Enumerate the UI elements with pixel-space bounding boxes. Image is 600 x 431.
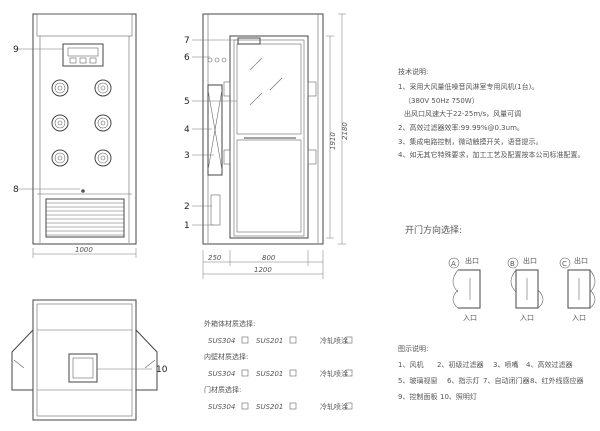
svg-text:出风口风速大于22-25m/s，风量可调: 出风口风速大于22-25m/s，风量可调 — [404, 109, 521, 118]
door-direction: 开门方向选择: A 出口 入口 B 出口 入口 C 出口 — [405, 224, 596, 322]
svg-text:SUS201: SUS201 — [256, 370, 283, 378]
dim-250: 250 — [208, 254, 222, 262]
dim-2180: 2180 — [341, 122, 349, 140]
materials: 外箱体材质选择: SUS304 SUS201 冷轧喷涂 内壁材质选择: SUS3… — [204, 319, 353, 411]
side-view: 7 6 5 4 3 2 1 1910 2180 250 800 — [184, 13, 349, 279]
svg-text:SUS201: SUS201 — [256, 403, 283, 411]
svg-text:开门方向选择:: 开门方向选择: — [405, 224, 462, 236]
svg-text:2、初级过滤器: 2、初级过滤器 — [437, 360, 483, 369]
svg-text:出口: 出口 — [523, 256, 537, 265]
svg-text:4、如无其它特殊要求，加工工艺及配置按本公司标准配置。: 4、如无其它特殊要求，加工工艺及配置按本公司标准配置。 — [398, 150, 584, 159]
intake-grille — [45, 198, 125, 238]
door-option-b: B 出口 入口 — [507, 256, 544, 322]
indicator-lamp — [207, 57, 213, 63]
legend: 图示说明: 1、风机 2、初级过滤器 3、喷嘴 4、高效过滤器 5、玻璃视窗 6… — [398, 344, 583, 401]
dim-1200: 1200 — [254, 266, 272, 274]
svg-text:3、集成电路控制，微动触摸开关，语音提示。: 3、集成电路控制，微动触摸开关，语音提示。 — [398, 137, 542, 146]
checkbox-inner-sus304[interactable] — [241, 369, 249, 377]
door-option-c: C 出口 入口 — [559, 256, 596, 322]
svg-text:冷轧喷涂: 冷轧喷涂 — [320, 369, 348, 378]
door-option-a: A 出口 入口 — [448, 256, 481, 322]
checkbox-door-sus201[interactable] — [289, 402, 297, 410]
callout-10: 10 — [156, 365, 168, 375]
glass-window — [236, 43, 302, 135]
dim-1910: 1910 — [329, 132, 337, 150]
svg-text:技术说明:: 技术说明: — [398, 67, 428, 76]
lighting-lamp — [68, 353, 98, 383]
svg-text:外箱体材质选择:: 外箱体材质选择: — [204, 319, 255, 328]
checkbox-outer-sus304[interactable] — [241, 336, 249, 344]
front-view: 9 8 1000 — [13, 13, 137, 258]
svg-text:1、采用大风量低噪音风淋室专用风机(1台)。: 1、采用大风量低噪音风淋室专用风机(1台)。 — [398, 82, 538, 91]
svg-text:入口: 入口 — [463, 314, 477, 322]
svg-text:SUS304: SUS304 — [208, 337, 235, 345]
svg-text:1: 1 — [184, 221, 190, 231]
svg-text:A: A — [451, 260, 456, 268]
checkbox-inner-sus201[interactable] — [289, 369, 297, 377]
checkbox-inner-painted[interactable] — [345, 369, 353, 377]
svg-text:7: 7 — [184, 36, 190, 46]
svg-text:1、风机: 1、风机 — [398, 360, 423, 369]
svg-text:SUS201: SUS201 — [256, 337, 283, 345]
svg-text:3: 3 — [184, 151, 190, 161]
svg-text:冷轧喷涂: 冷轧喷涂 — [320, 402, 348, 411]
dim-front-width: 1000 — [75, 246, 93, 254]
callout-9: 9 — [13, 45, 19, 55]
top-view: 10 — [11, 299, 168, 421]
svg-text:10、照明灯: 10、照明灯 — [440, 392, 477, 401]
svg-text:4: 4 — [184, 125, 190, 135]
fan — [210, 194, 221, 226]
svg-text:B: B — [510, 260, 515, 268]
svg-text:8、红外线感应器: 8、红外线感应器 — [530, 376, 583, 385]
side-callouts: 7 6 5 4 3 2 1 — [184, 36, 238, 231]
svg-text:SUS304: SUS304 — [208, 403, 235, 411]
svg-text:入口: 入口 — [520, 314, 534, 322]
svg-text:7、自动闭门器: 7、自动闭门器 — [483, 376, 529, 385]
checkbox-outer-sus201[interactable] — [289, 336, 297, 344]
svg-text:SUS304: SUS304 — [208, 370, 235, 378]
svg-text:入口: 入口 — [572, 314, 586, 322]
svg-text:图示说明:: 图示说明: — [398, 344, 428, 353]
svg-text:出口: 出口 — [465, 256, 479, 265]
svg-text:（380V 50Hz 750W）: （380V 50Hz 750W） — [404, 97, 479, 105]
svg-text:2: 2 — [184, 202, 190, 212]
svg-text:门材质选择:: 门材质选择: — [204, 385, 241, 394]
svg-text:出口: 出口 — [574, 256, 588, 265]
svg-text:5、玻璃视窗: 5、玻璃视窗 — [398, 376, 437, 385]
svg-text:6: 6 — [184, 53, 190, 63]
svg-text:5: 5 — [184, 97, 190, 107]
infrared-sensor — [81, 189, 85, 193]
checkbox-outer-painted[interactable] — [345, 336, 353, 344]
nozzle-array — [51, 79, 112, 167]
dim-800: 800 — [262, 254, 276, 262]
door-closer — [237, 37, 261, 45]
svg-text:9、控制面板: 9、控制面板 — [398, 392, 437, 401]
svg-text:内壁材质选择:: 内壁材质选择: — [204, 352, 248, 361]
hepa-filter — [207, 84, 223, 176]
svg-text:冷轧喷涂: 冷轧喷涂 — [320, 336, 348, 345]
control-panel — [62, 43, 104, 67]
callout-8: 8 — [13, 185, 19, 195]
svg-text:4、高效过滤器: 4、高效过滤器 — [526, 360, 572, 369]
svg-text:6、指示灯: 6、指示灯 — [447, 376, 479, 385]
checkbox-door-painted[interactable] — [345, 402, 353, 410]
svg-text:C: C — [562, 260, 567, 268]
checkbox-door-sus304[interactable] — [241, 402, 249, 410]
tech-notes: 技术说明: 1、采用大风量低噪音风淋室专用风机(1台)。 （380V 50Hz … — [398, 67, 584, 159]
svg-text:2、高效过滤器效率:99.99%@0.3um。: 2、高效过滤器效率:99.99%@0.3um。 — [398, 123, 524, 132]
svg-text:3、喷嘴: 3、喷嘴 — [493, 360, 518, 369]
